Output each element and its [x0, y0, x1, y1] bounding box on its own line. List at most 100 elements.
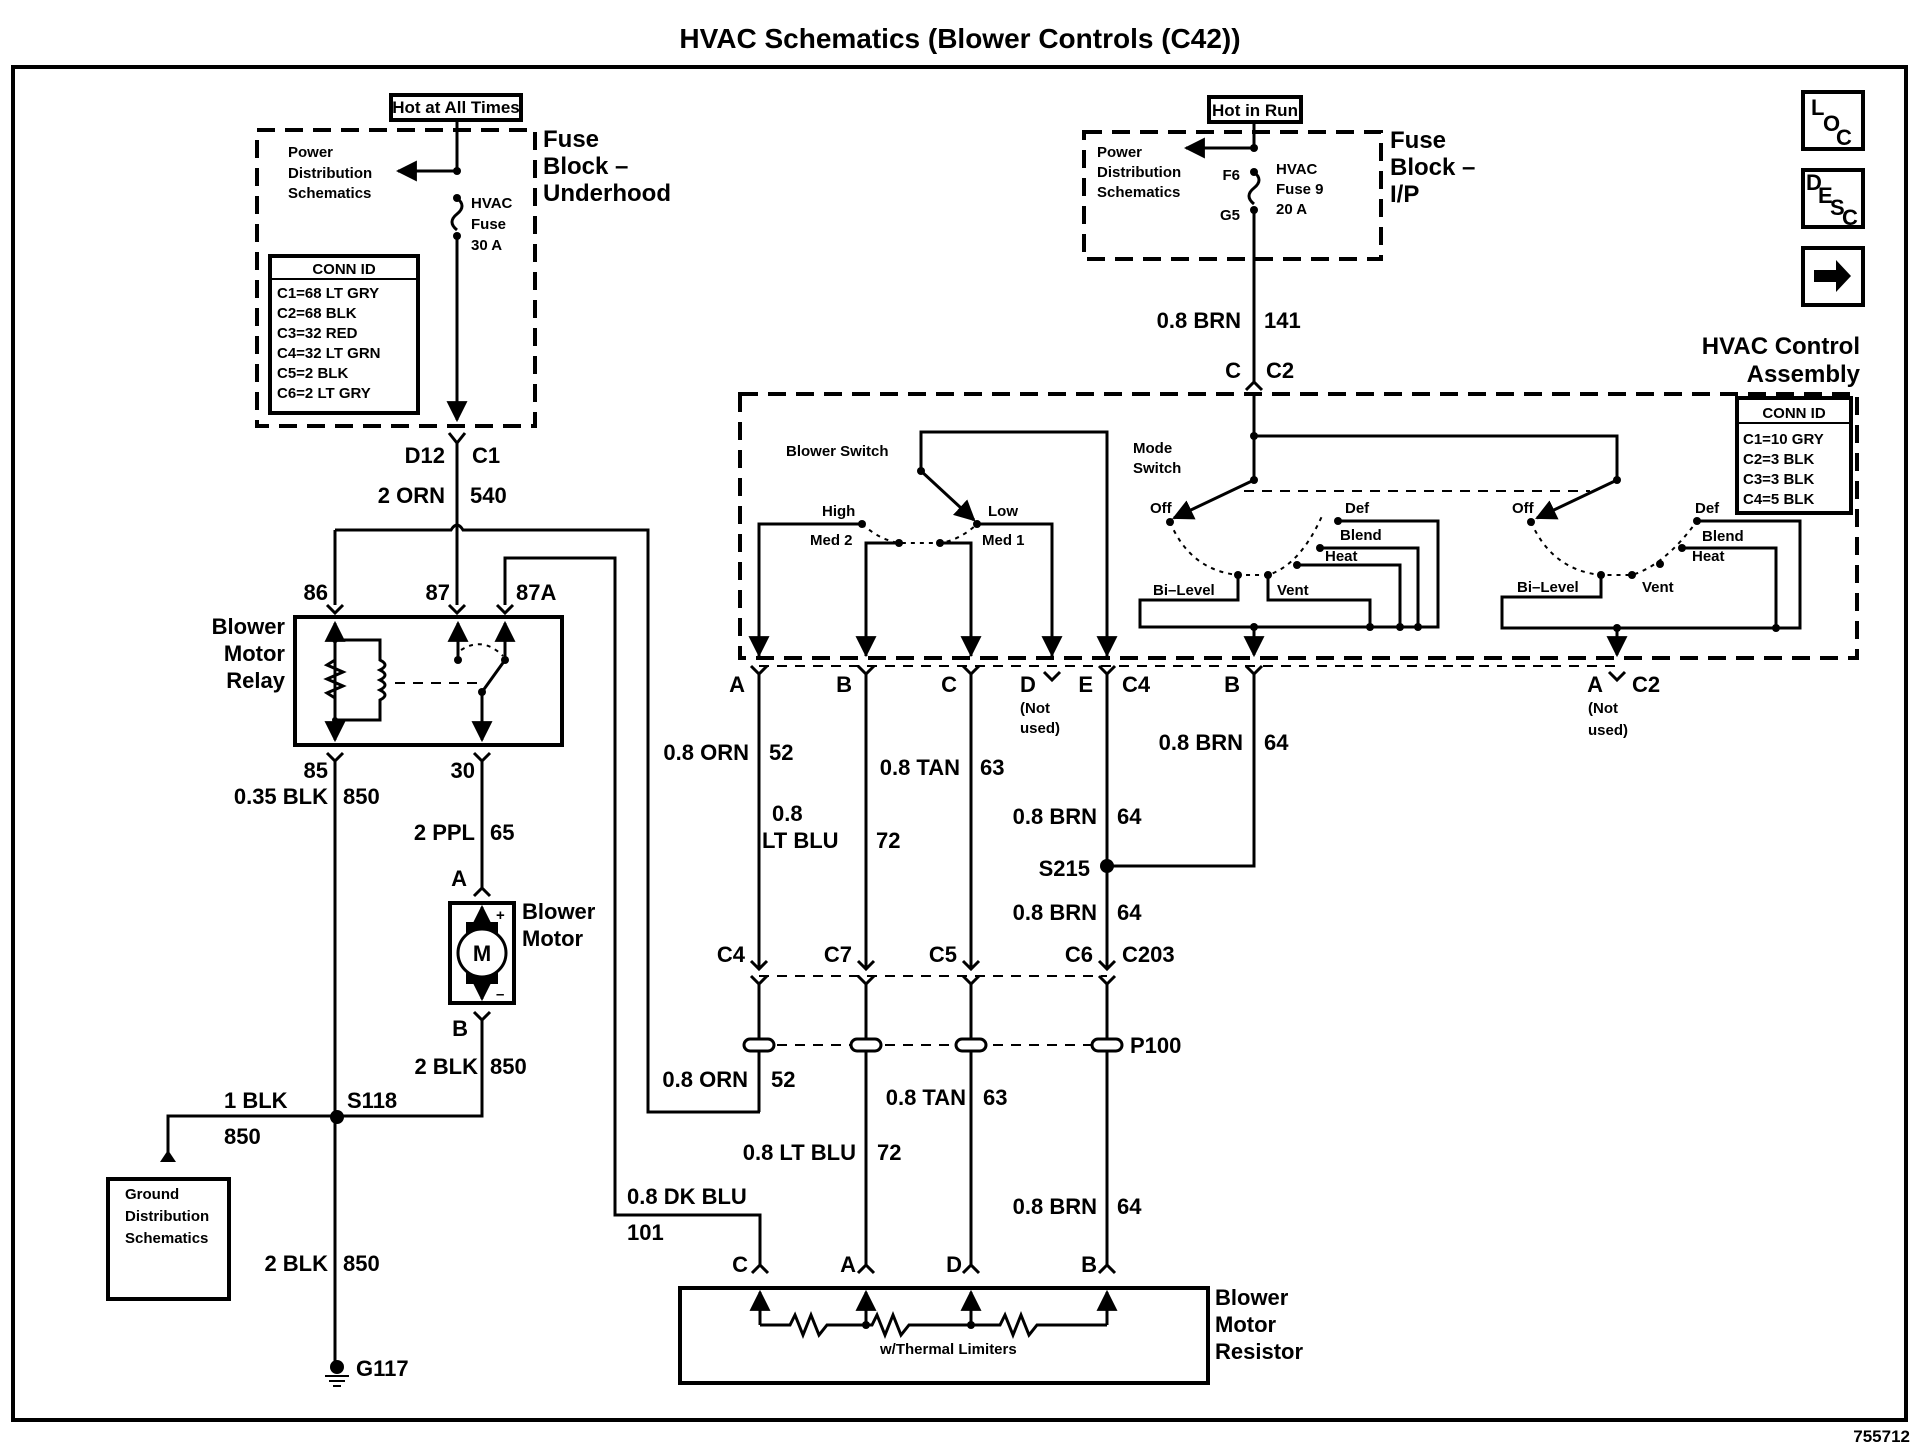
label-wires-w64-upper-circuit: 64: [1117, 804, 1142, 829]
label-fuse-block-ip-wire-color: 0.8 BRN: [1157, 308, 1241, 333]
label-wires-w850-motor-color: 2 BLK: [414, 1054, 478, 1079]
ground-distribution-box[interactable]: [106, 1177, 231, 1301]
label-fuse-block-underhood-title-lines-0: Fuse: [543, 126, 599, 153]
fuse-block-underhood: Hot at All Times Fuse Block – Underhood …: [255, 93, 671, 530]
label-hvac-control-assembly-blower-switch-positions-1: Med 2: [810, 532, 853, 549]
label-hvac-control-assembly-conn-id-header: CONN ID: [1762, 405, 1826, 422]
label-p100: P100: [1130, 1033, 1181, 1058]
wire-101: [503, 556, 762, 1265]
next-arrow-icon[interactable]: [1801, 246, 1865, 307]
label-hvac-control-assembly-c4-pins-3: D: [1020, 672, 1036, 697]
coil-icon: [335, 638, 387, 722]
label-hvac-control-assembly-c4-pins-0: A: [729, 672, 745, 697]
label-blower-motor-relay-pins-p85: 85: [304, 758, 328, 783]
label-blower-motor-relay-pins-p87: 87: [426, 580, 450, 605]
label-wires-w64-lower-circuit: 64: [1117, 1194, 1142, 1219]
label-hvac-control-assembly-mode-switch-2-positions-4: Blend: [1702, 528, 1744, 545]
label-wires-w64-b-circuit: 64: [1264, 730, 1289, 755]
label-nav-icons-0-letters-1: O: [1823, 111, 1840, 136]
hvac-control-assembly: HVAC Control Assembly CONN ID C1=10 GRY …: [738, 333, 1861, 660]
label-hvac-control-assembly-mode-switch-positions-4: Blend: [1340, 527, 1382, 544]
label-blower-motor-resistor-pins-2: D: [946, 1252, 962, 1277]
label-fuse-block-underhood-fuse-lines-0: HVAC: [471, 195, 513, 212]
label-hvac-control-assembly-c4-pins-1: B: [836, 672, 852, 697]
label-fuse-block-ip-circuit: 141: [1264, 308, 1301, 333]
label-wires-w72-upper-circuit: 72: [876, 828, 900, 853]
figure-number: 755712: [1853, 1427, 1910, 1446]
label-fuse-block-ip-title-lines-1: Block –: [1390, 154, 1475, 181]
label-hvac-control-assembly-c2-label: C2: [1632, 672, 1660, 697]
label-blower-motor-resistor-pins-1: A: [840, 1252, 856, 1277]
blower-motor-resistor: C A D B Blower Motor Resistor w/Thermal …: [678, 1252, 1303, 1385]
label-blower-motor-relay-pins-p87a: 87A: [516, 580, 556, 605]
label-c203-pins-3: C6: [1065, 942, 1093, 967]
loc-icon[interactable]: L O C: [1801, 90, 1865, 151]
label-hvac-control-assembly-mode-switch-positions-5: Def: [1345, 500, 1370, 517]
label-hvac-control-assembly-c4-pins-2: C: [941, 672, 957, 697]
label-fuse-block-underhood-power-dist-lines-1: Distribution: [288, 165, 372, 182]
label-wires-w850-motor-circuit: 850: [490, 1054, 527, 1079]
label-hvac-control-assembly-c4-pins-4: E: [1078, 672, 1093, 697]
label-blower-motor-relay-title-lines-1: Motor: [224, 641, 286, 666]
label-c203-pins-0: C4: [717, 942, 746, 967]
label-nav-icons-1-letters-2: S: [1830, 195, 1845, 220]
label-hvac-control-assembly-mode-switch-2-positions-1: Bi–Level: [1517, 579, 1579, 596]
label-wires-w63-lower-color: 0.8 TAN: [886, 1085, 966, 1110]
label-fuse-block-underhood-conn-ids-3: C4=32 LT GRN: [277, 345, 381, 362]
label-fuse-block-ip-pin-in: F6: [1222, 167, 1240, 184]
label-blower-motor-resistor-note: w/Thermal Limiters: [879, 1341, 1017, 1358]
ground-g117: G117: [356, 1356, 409, 1381]
label-fuse-block-underhood-wire-color: 2 ORN: [378, 483, 445, 508]
label-blower-motor-relay-pins-p30: 30: [451, 758, 475, 783]
label-blower-motor-title-lines-0: Blower: [522, 899, 596, 924]
label-wires-w72-lower-color: 0.8 LT BLU: [743, 1140, 856, 1165]
label-hvac-control-assembly-mode-switch-positions-3: Heat: [1325, 548, 1358, 565]
label-fuse-block-ip-title-lines-0: Fuse: [1390, 127, 1446, 154]
label-wires-w101-color: 0.8 DK BLU: [627, 1184, 747, 1209]
label-hvac-control-assembly-blower-switch-positions-3: Low: [988, 503, 1018, 520]
label-c203-pins-1: C7: [824, 942, 852, 967]
label-fuse-block-ip-power-dist-lines-2: Schematics: [1097, 184, 1180, 201]
label-hvac-control-assembly-blower-switch-positions-0: High: [822, 503, 855, 520]
label-fuse-block-ip-connector-pin: C: [1225, 358, 1241, 383]
label-wires-w65-circuit: 65: [490, 820, 514, 845]
label-wires-w72-upper-color-lines-1: LT BLU: [762, 828, 839, 853]
label-fuse-block-underhood-title-lines-2: Underhood: [543, 180, 671, 207]
label-hvac-control-assembly-mode-switch-label-lines-0: Mode: [1133, 440, 1172, 457]
label-nav-icons-1-letters-0: D: [1806, 170, 1822, 195]
desc-icon[interactable]: D E S C: [1801, 168, 1865, 230]
label-fuse-block-underhood-conn-ids-5: C6=2 LT GRY: [277, 385, 371, 402]
label-fuse-block-underhood-conn-ids-1: C2=68 BLK: [277, 305, 357, 322]
label-wires-w64-mid-circuit: 64: [1117, 900, 1142, 925]
label-wires-w52-upper-color: 0.8 ORN: [663, 740, 749, 765]
label-wires-w64-b-color: 0.8 BRN: [1159, 730, 1243, 755]
label-ground-box-lines-0: Ground: [125, 1186, 179, 1203]
label-blower-motor-resistor-title-lines-0: Blower: [1215, 1285, 1289, 1310]
label-hvac-control-assembly-mode-switch-positions-2: Vent: [1277, 582, 1309, 599]
label-fuse-block-underhood-conn-ids-2: C3=32 RED: [277, 325, 358, 342]
label-wires-w52-lower-circuit: 52: [771, 1067, 795, 1092]
label-blower-motor-minus: –: [496, 986, 504, 1003]
label-wires-w63-lower-circuit: 63: [983, 1085, 1007, 1110]
label-wires-w65-color: 2 PPL: [414, 820, 475, 845]
blower-motor-relay: 86 87 87A Blower Motor Relay 85 30: [212, 580, 564, 783]
label-hvac-control-assembly-conn-ids-1: C2=3 BLK: [1743, 451, 1814, 468]
label-wires-w52-upper-circuit: 52: [769, 740, 793, 765]
label-fuse-block-ip-pin-out: G5: [1220, 207, 1240, 224]
label-hvac-control-assembly-c2-pin-a: A: [1587, 672, 1603, 697]
resistor-chain-icon: [760, 1310, 1107, 1340]
label-fuse-block-ip-fuse-lines-2: 20 A: [1276, 201, 1307, 218]
label-wires-w64-lower-color: 0.8 BRN: [1013, 1194, 1097, 1219]
label-wires-w52-lower-color: 0.8 ORN: [662, 1067, 748, 1092]
label-blower-motor-plus: +: [496, 907, 505, 924]
label-hvac-control-assembly-conn-ids-2: C3=3 BLK: [1743, 471, 1814, 488]
label-hvac-control-assembly-conn-ids-3: C4=5 BLK: [1743, 491, 1814, 508]
label-fuse-block-underhood-fuse-lines-2: 30 A: [471, 237, 502, 254]
label-wires-w850-ground-circuit: 850: [343, 1251, 380, 1276]
label-blower-motor-resistor-title-lines-2: Resistor: [1215, 1339, 1303, 1364]
label-hvac-control-assembly-title-lines-0: HVAC Control: [1702, 333, 1860, 360]
wire-64-b: [1107, 674, 1256, 868]
ground-section: S118 1 BLK 850 Ground Distribution Schem…: [106, 1088, 409, 1387]
label-hvac-control-assembly-not-used-lines-0: (Not: [1020, 700, 1050, 717]
